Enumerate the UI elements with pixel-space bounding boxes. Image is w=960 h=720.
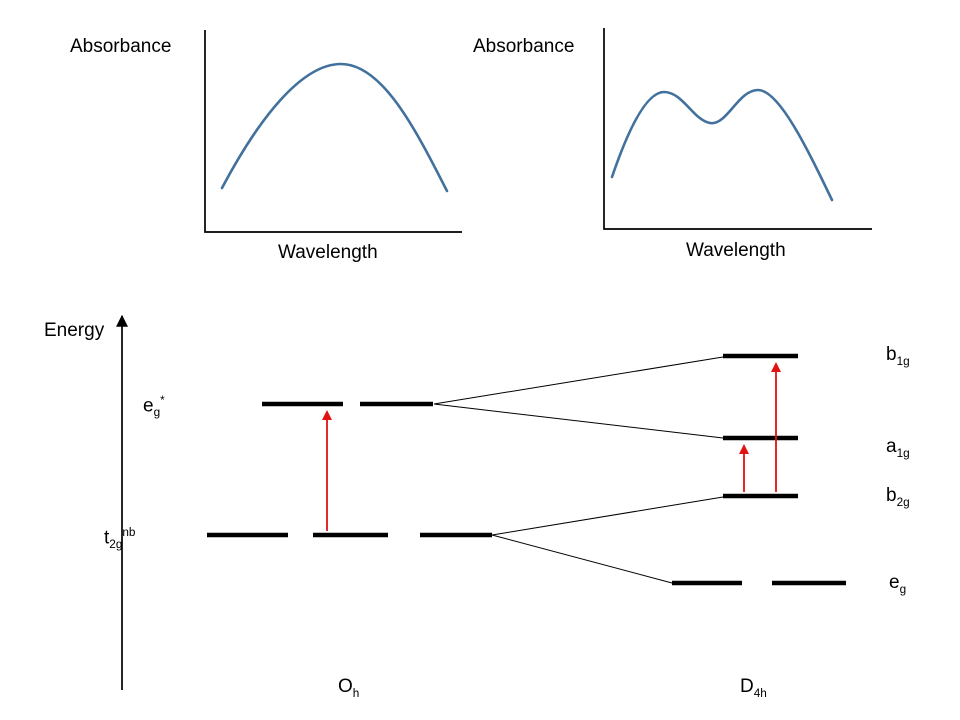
t2g-nb-sup: nb xyxy=(122,526,136,539)
right-spectrum-wavelength-label: Wavelength xyxy=(686,240,786,261)
d4h-sub: 4h xyxy=(753,686,767,700)
double-band-curve xyxy=(610,88,834,202)
d4h-base: D xyxy=(740,676,754,697)
connector-t2g-to-b2g xyxy=(491,496,724,536)
b2g-base: b xyxy=(886,485,897,506)
b2g-sub: 2g xyxy=(896,495,910,509)
eg-star-sub: g xyxy=(153,406,161,420)
a1g-sub: 1g xyxy=(896,446,910,460)
connector-egstar-to-b1g xyxy=(433,356,724,405)
right-spectrum-absorbance-label: Absorbance xyxy=(473,36,575,57)
eg-star-sup: * xyxy=(160,394,165,407)
oh-level-label-eg-star: eg* xyxy=(143,394,165,420)
a1g-base: a xyxy=(886,436,897,457)
connector-t2g-to-eg xyxy=(491,534,673,584)
d4h-level-label-b2g: b2g xyxy=(886,485,910,510)
oh-base: O xyxy=(338,676,353,697)
energy-axis-label: Energy xyxy=(44,320,105,341)
oh-sub: h xyxy=(352,686,360,700)
connector-egstar-to-a1g xyxy=(433,403,724,439)
d4h-level-label-b1g: b1g xyxy=(886,344,910,369)
d4h-level-label-a1g: a1g xyxy=(886,436,910,461)
eg-star-base: e xyxy=(143,395,154,417)
right-plot-axes xyxy=(603,28,872,230)
eg-base: e xyxy=(889,572,900,593)
group-label-oh: Oh xyxy=(338,676,359,701)
t2g-nb-sub: 2g xyxy=(109,538,123,552)
left-spectrum-absorbance-label: Absorbance xyxy=(70,36,172,57)
t2g-nb-base: t xyxy=(104,527,110,549)
left-spectrum-wavelength-label: Wavelength xyxy=(278,242,378,263)
oh-level-label-t2g-nb: t2gnb xyxy=(104,526,135,552)
d4h-level-label-eg: eg xyxy=(889,572,906,597)
b1g-sub: 1g xyxy=(896,354,910,368)
group-label-d4h: D4h xyxy=(740,676,767,701)
single-band-curve xyxy=(220,62,449,193)
b1g-base: b xyxy=(886,344,897,365)
eg-sub: g xyxy=(899,582,907,596)
left-plot-axes xyxy=(204,30,462,233)
